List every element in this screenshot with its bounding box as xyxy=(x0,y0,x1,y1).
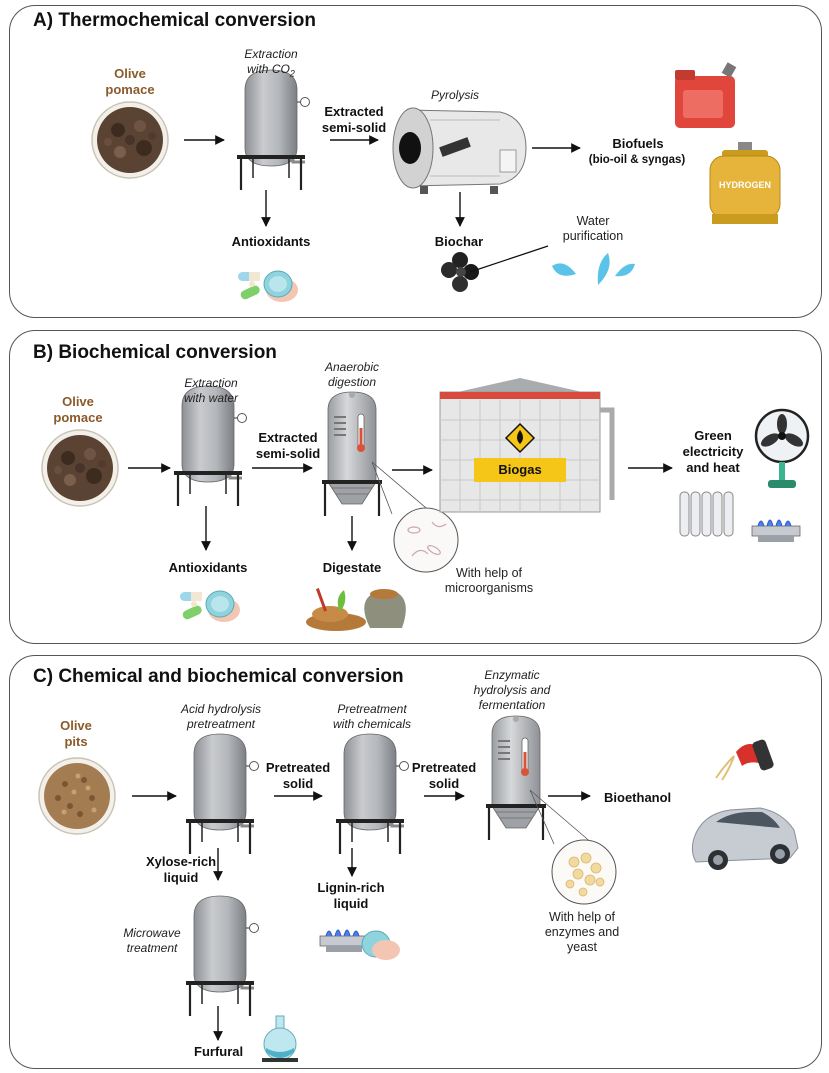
acid-hydrolysis-label: Acid hydrolysis pretreatment xyxy=(166,702,276,732)
fuel-can xyxy=(675,62,737,128)
xylose-line1: Xylose-rich xyxy=(145,854,217,869)
fuel-nozzle-icon xyxy=(715,739,774,781)
extraction-co2-label: Extraction with CO2 xyxy=(226,47,316,81)
anaerobic-digestion-label: Anaerobic digestion xyxy=(314,360,390,390)
enzymes-zoom xyxy=(551,839,617,905)
enzymes-line2: enzymes and xyxy=(544,925,620,939)
biofuels-label: Biofuels xyxy=(612,136,664,151)
anaerobic-line2: digestion xyxy=(327,375,377,389)
water-line2: purification xyxy=(562,229,624,243)
pretreated1-line1: Pretreated xyxy=(265,760,331,775)
extraction-line2: with CO xyxy=(247,62,290,76)
micro-line2: microorganisms xyxy=(444,581,534,595)
green-line2: electricity xyxy=(682,444,744,459)
microorganism-zoom xyxy=(393,507,459,573)
biochar-label: Biochar xyxy=(434,234,484,249)
olive-pits-dish xyxy=(38,757,116,835)
hydrogen-cylinder xyxy=(709,142,781,224)
pyrolysis-label: Pyrolysis xyxy=(430,88,479,102)
digestate-label: Digestate xyxy=(322,560,382,575)
olive-pomace-line1: Olive xyxy=(114,66,146,81)
hydrogen-text: HYDROGEN xyxy=(718,180,771,190)
panel-c-drawings xyxy=(38,714,799,1062)
extracted-line2: semi-solid xyxy=(321,120,387,135)
pretreatment-chemicals-label: Pretreatment with chemicals xyxy=(320,702,424,732)
bioethanol-label: Bioethanol xyxy=(604,790,672,805)
pretreated-solid-label-2: Pretreated solid xyxy=(408,760,480,792)
water-purification-label: Water purification xyxy=(548,214,638,244)
olive-pomace-b-line2: pomace xyxy=(53,410,103,425)
biogas-label: Biogas xyxy=(498,462,542,477)
pretreatment-line2: with chemicals xyxy=(332,717,412,731)
olive-pomace-label-b: Olive pomace xyxy=(48,394,108,426)
olive-pits-line2: pits xyxy=(64,734,88,749)
olive-pomace-line2: pomace xyxy=(105,82,155,97)
pyrolysis-unit xyxy=(392,107,527,194)
extracted-semisolid-label-a: Extracted semi-solid xyxy=(314,104,394,136)
extraction-b-line2: with water xyxy=(183,391,239,405)
microwave-line2: treatment xyxy=(126,941,178,955)
olive-pomace-b-line1: Olive xyxy=(62,394,94,409)
xylose-line2: liquid xyxy=(163,870,199,885)
micro-line1: With help of xyxy=(455,566,522,580)
biochar-lumps xyxy=(441,252,479,292)
extracted-semisolid-label-b: Extracted semi-solid xyxy=(248,430,328,462)
car-icon xyxy=(691,807,799,870)
extraction-water-label: Extraction with water xyxy=(166,376,256,406)
xylose-label: Xylose-rich liquid xyxy=(136,854,226,886)
flask-icon xyxy=(262,1015,298,1062)
olive-pomace-label-a: Olive pomace xyxy=(100,66,160,98)
biogas-tank xyxy=(439,378,615,513)
water-line1: Water xyxy=(576,214,610,228)
green-line1: Green xyxy=(694,428,732,443)
enzymes-yeast-label: With help of enzymes and yeast xyxy=(532,910,632,955)
microwave-line1: Microwave xyxy=(123,926,181,940)
acid-line1: Acid hydrolysis xyxy=(180,702,262,716)
radiator-icon xyxy=(679,491,734,537)
co2-subscript: 2 xyxy=(289,68,295,79)
panel-c-title: C) Chemical and biochemical conversion xyxy=(33,666,404,687)
fan-icon xyxy=(754,408,810,488)
pretreated2-line1: Pretreated xyxy=(411,760,477,775)
olive-pits-label: Olive pits xyxy=(46,718,106,750)
extracted-line1: Extracted xyxy=(324,104,384,119)
microorganisms-label: With help of microorganisms xyxy=(424,566,554,596)
enzymatic-line3: fermentation xyxy=(478,698,546,712)
extraction-line1: Extraction xyxy=(244,47,298,61)
enzymes-line3: yeast xyxy=(567,940,597,954)
water-drops xyxy=(552,253,635,285)
microwave-label: Microwave treatment xyxy=(110,926,194,956)
panel-a-title: A) Thermochemical conversion xyxy=(33,10,316,31)
extraction-b-line1: Extraction xyxy=(184,376,238,390)
pretreated2-line2: solid xyxy=(428,776,460,791)
panel-b-title: B) Biochemical conversion xyxy=(33,342,277,363)
lignin-label: Lignin-rich liquid xyxy=(308,880,394,912)
panel-biochemical xyxy=(9,330,822,644)
anaerobic-line1: Anaerobic xyxy=(324,360,380,374)
antioxidants-label-b: Antioxidants xyxy=(168,560,248,575)
panel-chemical-biochemical xyxy=(9,655,822,1069)
pretreatment-line1: Pretreatment xyxy=(337,702,407,716)
extracted-b-line1: Extracted xyxy=(258,430,318,445)
green-electricity-label: Green electricity and heat xyxy=(678,428,748,476)
biofuels-detail: (bio-oil & syngas) xyxy=(588,154,686,166)
lignin-line1: Lignin-rich xyxy=(317,880,385,895)
lignin-line2: liquid xyxy=(333,896,369,911)
enzymes-line1: With help of xyxy=(548,910,615,924)
acid-line2: pretreatment xyxy=(186,717,256,731)
pretreated-solid-label-1: Pretreated solid xyxy=(262,760,334,792)
enzymatic-line1: Enzymatic xyxy=(484,668,540,682)
olive-pits-line1: Olive xyxy=(60,718,92,733)
green-line3: and heat xyxy=(686,460,740,475)
digestate-soil xyxy=(306,588,406,631)
pretreated1-line2: solid xyxy=(282,776,314,791)
enzymatic-line2: hydrolysis and xyxy=(473,683,551,697)
extracted-b-line2: semi-solid xyxy=(255,446,321,461)
enzymatic-label: Enzymatic hydrolysis and fermentation xyxy=(462,668,562,713)
furfural-label: Furfural xyxy=(194,1044,244,1059)
panel-b-drawings xyxy=(41,378,810,631)
panel-a-drawings xyxy=(91,62,781,303)
antioxidants-label-a: Antioxidants xyxy=(231,234,311,249)
